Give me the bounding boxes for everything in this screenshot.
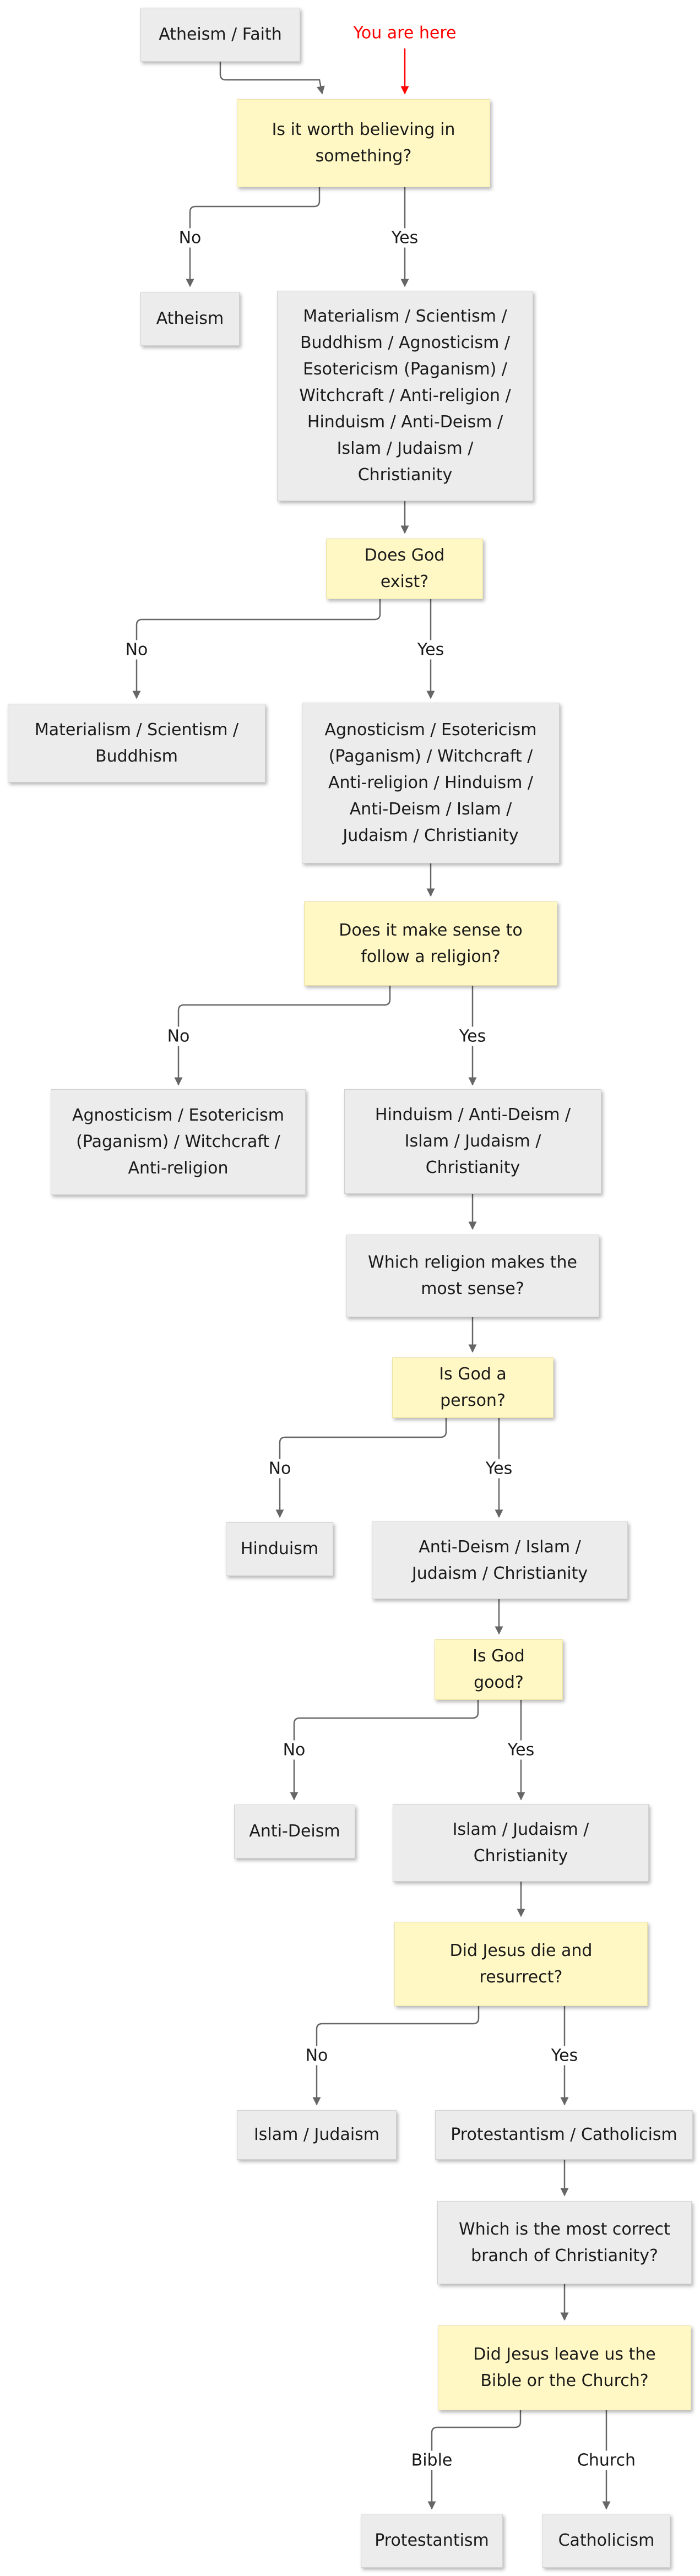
edge-qjesus-no (312, 2006, 480, 2106)
edge-label-yes: Yes (457, 1026, 489, 1046)
edge-qgood-no (290, 1700, 479, 1801)
node-hinduism[interactable]: Hinduism (226, 1522, 333, 1576)
question-correct-branch[interactable]: Which is the most correct branch of Chri… (437, 2201, 692, 2284)
edge-q3-no (174, 986, 391, 1086)
node-list-all-beliefs[interactable]: Materialism / Scientism / Buddhism / Agn… (277, 291, 533, 501)
node-protestantism-catholicism[interactable]: Protestantism / Catholicism (435, 2110, 693, 2160)
question-god-exist[interactable]: Does God exist? (326, 539, 483, 599)
node-list-hinduism[interactable]: Hinduism / Anti-Deism / Islam / Judaism … (344, 1089, 601, 1194)
edge-label-no: No (303, 2046, 330, 2066)
node-antideism[interactable]: Anti-Deism (234, 1805, 355, 1858)
edge-label-yes: Yes (415, 640, 447, 660)
node-list-agnosticism[interactable]: Agnosticism / Esotericism (Paganism) / W… (51, 1089, 306, 1195)
node-list-agnosticism-all[interactable]: Agnosticism / Esotericism (Paganism) / W… (302, 703, 560, 863)
edge-label-no: No (176, 228, 204, 248)
question-god-person[interactable]: Is God a person? (392, 1357, 554, 1418)
question-god-good[interactable]: Is God good? (435, 1639, 563, 1700)
edge-qbible-bible (427, 2410, 522, 2510)
node-islam-judaism[interactable]: Islam / Judaism (237, 2110, 397, 2160)
edge-label-no: No (165, 1026, 192, 1046)
node-atheism[interactable]: Atheism (140, 292, 240, 346)
edge-q2-no (132, 599, 381, 699)
edge-label-bible: Bible (409, 2450, 455, 2470)
question-jesus-resurrect[interactable]: Did Jesus die and resurrect? (394, 1922, 648, 2006)
node-atheism-faith[interactable]: Atheism / Faith (140, 8, 300, 62)
edge-label-no: No (266, 1459, 294, 1479)
edge-label-church: Church (574, 2450, 638, 2470)
node-list-islam[interactable]: Islam / Judaism / Christianity (393, 1804, 649, 1882)
question-bible-or-church[interactable]: Did Jesus leave us the Bible or the Chur… (438, 2325, 691, 2410)
you-are-here-label: You are here (351, 23, 459, 43)
edge-atheismfaith-to-q1 (219, 62, 325, 95)
edge-label-yes: Yes (389, 228, 421, 248)
edge-q1-no (186, 187, 321, 287)
node-protestantism[interactable]: Protestantism (361, 2514, 503, 2568)
edge-label-no: No (280, 1740, 308, 1760)
question-religion-sense[interactable]: Does it make sense to follow a religion? (304, 901, 557, 986)
edge-label-yes: Yes (549, 2046, 580, 2066)
node-list-antideism[interactable]: Anti-Deism / Islam / Judaism / Christian… (372, 1521, 628, 1599)
edge-label-no: No (123, 640, 150, 660)
node-list-materialism[interactable]: Materialism / Scientism / Buddhism (8, 704, 265, 782)
edge-label-yes: Yes (505, 1740, 537, 1760)
edge-label-yes: Yes (483, 1459, 515, 1479)
edge-qperson-no (275, 1418, 447, 1518)
question-worth-believing[interactable]: Is it worth believing in something? (237, 99, 490, 187)
question-which-religion[interactable]: Which religion makes the most sense? (346, 1235, 599, 1317)
node-catholicism[interactable]: Catholicism (542, 2514, 670, 2568)
